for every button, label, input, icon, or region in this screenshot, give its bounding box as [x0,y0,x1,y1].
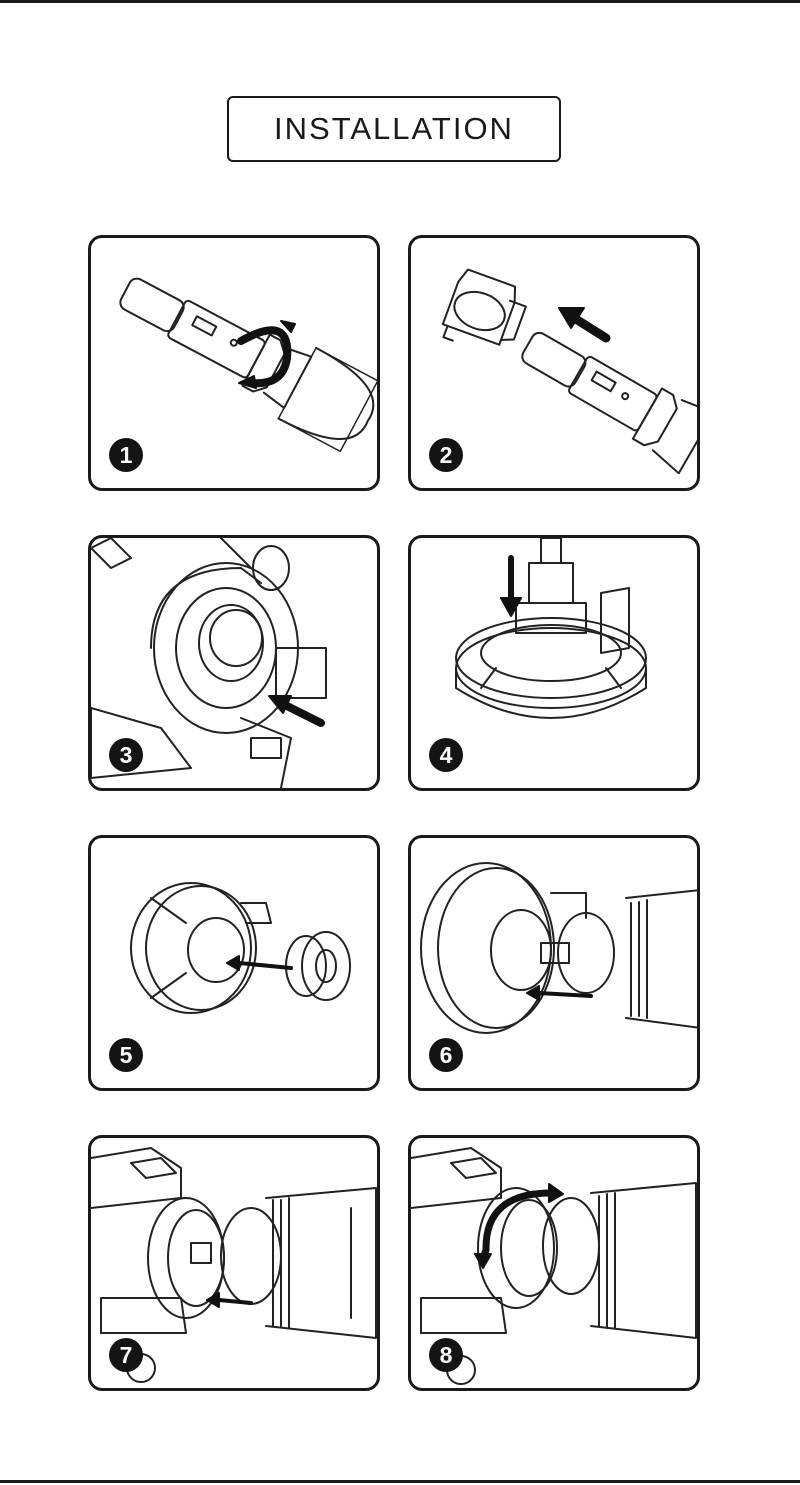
step-badge-6: 6 [429,1038,463,1072]
lock-bulb-illustration [411,1147,697,1385]
step-badge-5: 5 [109,1038,143,1072]
insert-adapter-illustration [455,538,647,719]
step-badge-8: 8 [429,1338,463,1372]
step-badge-1: 1 [109,438,143,472]
attach-bulb-illustration [420,862,697,1034]
step-badge-4: 4 [429,738,463,772]
step-panel-4: 4 [408,535,700,791]
step-panel-5: 5 [88,835,380,1091]
bottom-border-line [0,1480,800,1483]
step-badge-3: 3 [109,738,143,772]
step-panel-1: 1 [88,235,380,491]
twist-bulb-illustration [119,277,377,453]
remove-adapter-illustration [441,268,697,475]
step-panel-8: 8 [408,1135,700,1391]
step-panel-7: 7 [88,1135,380,1391]
page-title: INSTALLATION [274,111,514,146]
title-box: INSTALLATION [227,96,561,162]
insert-bulb-illustration [91,1147,377,1383]
top-border-line [0,0,800,3]
step-panel-6: 6 [408,835,700,1091]
step-panel-3: 3 [88,535,380,791]
headlight-socket-illustration [91,538,327,788]
step-badge-2: 2 [429,438,463,472]
step-badge-7: 7 [109,1338,143,1372]
seal-ring-illustration [130,882,351,1014]
step-panel-2: 2 [408,235,700,491]
